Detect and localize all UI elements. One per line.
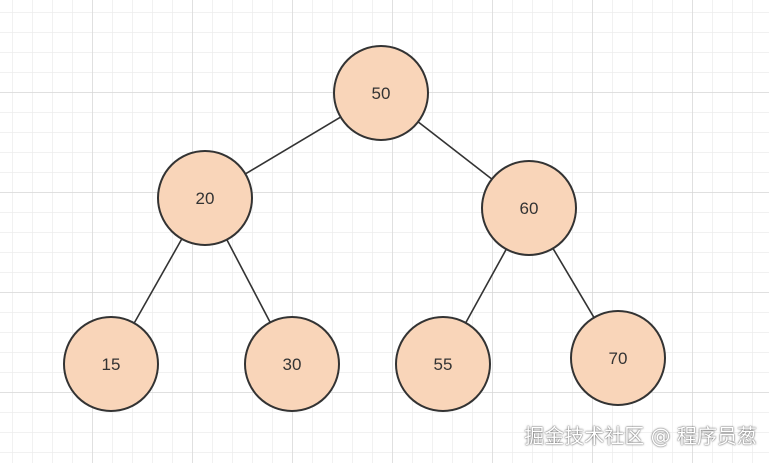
node-circle-20 — [157, 150, 253, 246]
tree-node-20: 20 — [157, 150, 253, 246]
tree-node-60: 60 — [481, 160, 577, 256]
edge-n50-n20 — [244, 116, 342, 175]
tree-node-50: 50 — [333, 45, 429, 141]
watermark-text: 掘金技术社区 @ 程序员葱 — [524, 424, 757, 448]
edge-n50-n60 — [417, 121, 493, 180]
node-label-55: 55 — [434, 355, 453, 374]
edge-n20-n15 — [133, 238, 183, 324]
node-circle-30 — [244, 316, 340, 412]
edge-n20-n30 — [226, 239, 271, 323]
node-circle-55 — [395, 316, 491, 412]
tree-node-70: 70 — [570, 310, 666, 406]
node-circle-15 — [63, 316, 159, 412]
tree-edges — [133, 116, 595, 324]
node-label-20: 20 — [196, 189, 215, 208]
node-label-50: 50 — [372, 84, 391, 103]
tree-node-30: 30 — [244, 316, 340, 412]
edge-n60-n55 — [464, 248, 508, 324]
node-label-60: 60 — [520, 199, 539, 218]
tree-nodes: 50 20 60 15 30 55 70 — [63, 45, 666, 412]
node-circle-50 — [333, 45, 429, 141]
node-circle-60 — [481, 160, 577, 256]
tree-node-15: 15 — [63, 316, 159, 412]
edge-n60-n70 — [552, 248, 595, 318]
node-circle-70 — [570, 310, 666, 406]
tree-node-55: 55 — [395, 316, 491, 412]
node-label-70: 70 — [609, 349, 628, 368]
node-label-15: 15 — [102, 355, 121, 374]
node-label-30: 30 — [283, 355, 302, 374]
